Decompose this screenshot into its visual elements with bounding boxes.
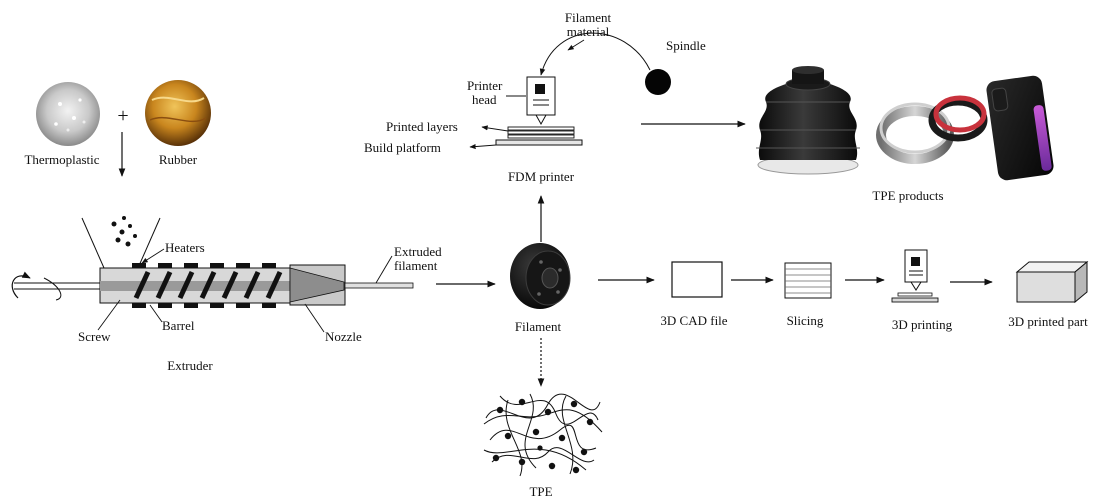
thermoplastic-image xyxy=(36,82,100,146)
cv-boot-image xyxy=(756,66,860,175)
nozzle-leader xyxy=(304,303,325,333)
filament-spool-image xyxy=(510,243,571,309)
tpe-structure-image xyxy=(483,393,603,477)
nozzle-label: Nozzle xyxy=(325,329,362,344)
seal-rings-image xyxy=(876,95,988,164)
pellets xyxy=(111,216,137,247)
filament-label: Filament xyxy=(515,319,562,334)
rubber-label: Rubber xyxy=(159,152,198,167)
filament-material-label-2: material xyxy=(567,24,610,39)
printed-layers-leader xyxy=(481,125,509,132)
filament-material-label-1: Filament xyxy=(565,10,612,25)
slicing-label: Slicing xyxy=(787,313,824,328)
tpe-products-title: TPE products xyxy=(872,188,943,203)
fdm-printer-title: FDM printer xyxy=(508,169,575,184)
fdm-printer-drawing xyxy=(495,32,671,146)
filament-material-leader xyxy=(567,39,585,51)
build-platform-leader xyxy=(469,144,497,150)
mini-printer-icon xyxy=(891,249,939,303)
barrel-label: Barrel xyxy=(162,318,195,333)
printer-head-label-2: head xyxy=(472,92,497,107)
heaters-leader xyxy=(141,248,165,264)
slicing-box xyxy=(784,262,832,299)
printed-part-cube xyxy=(1015,260,1089,304)
printed-part-label: 3D printed part xyxy=(1008,314,1088,329)
cad-file-label: 3D CAD file xyxy=(660,313,727,328)
thermoplastic-label: Thermoplastic xyxy=(24,152,99,167)
cad-file-box xyxy=(671,261,723,298)
extruded-filament-label-2: filament xyxy=(394,258,438,273)
heaters-label: Heaters xyxy=(165,240,205,255)
phone-case-image xyxy=(986,75,1054,181)
extruder-drawing xyxy=(11,216,414,308)
plus-sign: + xyxy=(117,105,128,127)
extruder-title: Extruder xyxy=(167,358,213,373)
printer-head-label-1: Printer xyxy=(467,78,503,93)
extruded-filament-label-1: Extruded xyxy=(394,244,442,259)
tpe-particles xyxy=(492,398,594,474)
tpe-label: TPE xyxy=(529,484,552,499)
rubber-image xyxy=(145,80,211,146)
extruded-filament-leader xyxy=(375,255,393,284)
spindle-label: Spindle xyxy=(666,38,706,53)
build-platform-label: Build platform xyxy=(364,140,441,155)
printed-layers-label: Printed layers xyxy=(386,119,458,134)
screw-leader xyxy=(97,299,121,331)
barrel-leader xyxy=(149,304,163,323)
screw-label: Screw xyxy=(78,329,111,344)
printing-label: 3D printing xyxy=(892,317,953,332)
